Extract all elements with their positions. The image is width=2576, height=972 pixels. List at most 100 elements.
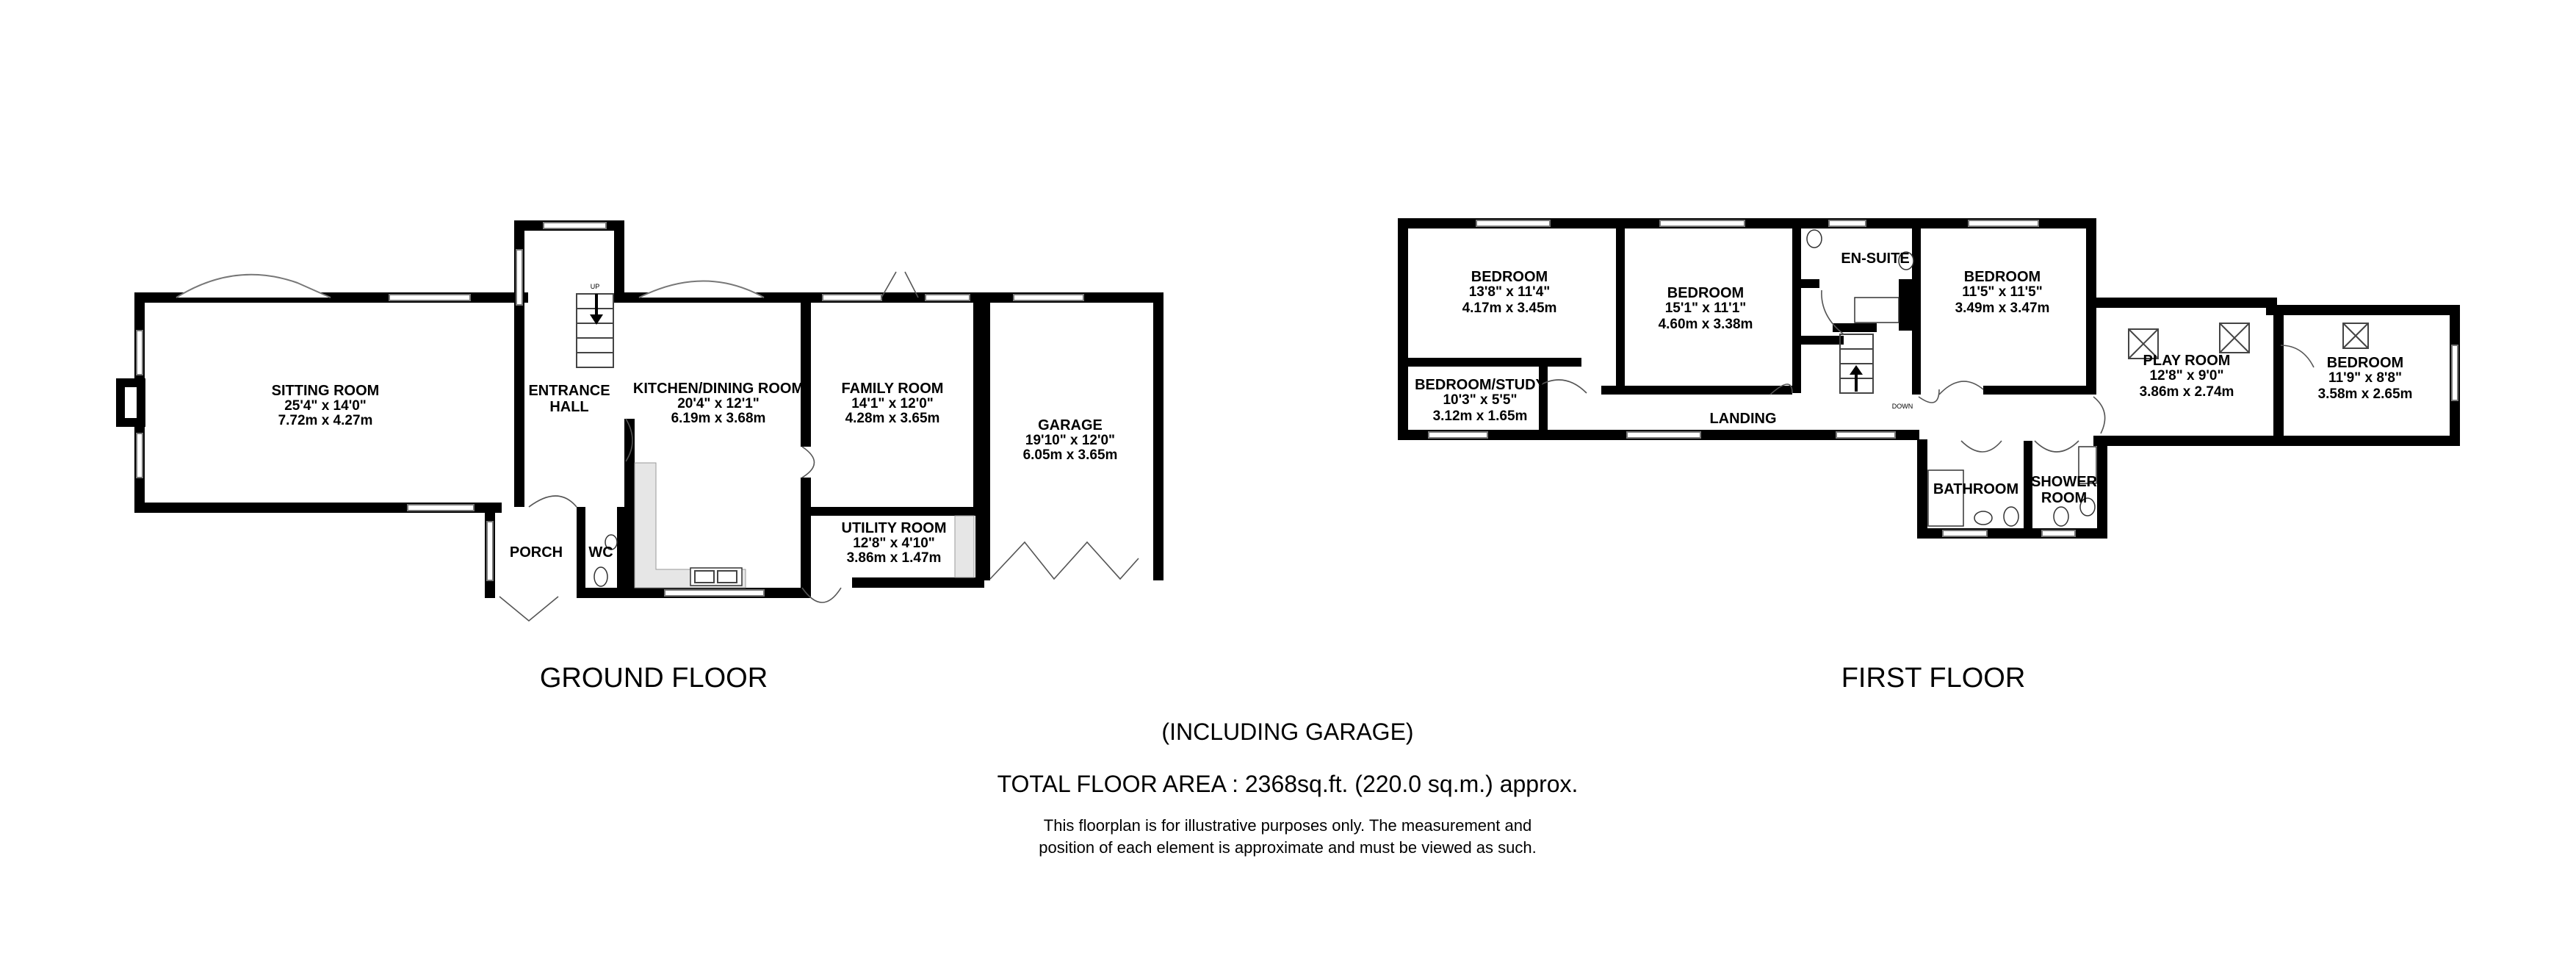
- ground-floor-label: GROUND FLOOR: [540, 663, 768, 694]
- landing-name: LANDING: [1709, 411, 1776, 427]
- utility-room-imperial: 12'8" x 4'10": [853, 536, 935, 551]
- bedroom1-window: [1476, 220, 1551, 227]
- hall-door-arc: [528, 495, 577, 508]
- family-room-imperial: 14'1" x 12'0": [851, 396, 934, 411]
- bedroom4-door-arc: [2280, 345, 2315, 368]
- garage-metric: 6.05m x 3.65m: [1023, 447, 1118, 463]
- bedroom3-window: [1968, 220, 2039, 227]
- including-garage-note: (INCLUDING GARAGE): [1161, 719, 1413, 745]
- bedroom3-door-arc: [1938, 381, 1984, 395]
- bedroom2-window: [1659, 220, 1745, 227]
- bedroom4-window: [2451, 345, 2458, 401]
- kitchen-name: KITCHEN/DINING ROOM: [633, 381, 804, 397]
- bedroom2-metric: 4.60m x 3.38m: [1659, 317, 1753, 332]
- bath-toilet: [2003, 506, 2019, 527]
- ensuite-toilet: [1806, 229, 1822, 248]
- utility-room-metric: 3.86m x 1.47m: [847, 550, 942, 566]
- entrance-hall-name-1: ENTRANCE: [528, 383, 610, 399]
- shower-door-arc: [2034, 440, 2079, 453]
- landing-window-2: [1836, 431, 1896, 439]
- landing-window-1: [1626, 431, 1701, 439]
- study-imperial: 10'3" x 5'5": [1443, 392, 1517, 408]
- family-window-top-left: [822, 294, 882, 301]
- study-door-arc: [1538, 379, 1587, 394]
- first-floor-plan: DOWN BEDROOM 13'8" x 11'4" 4.17m x 3.45m…: [1398, 218, 2460, 539]
- utility-door-arc: [801, 587, 842, 603]
- kitchen-bay-window: [638, 280, 765, 298]
- play-room-metric: 3.86m x 2.74m: [2140, 384, 2234, 400]
- ensuite-window: [1828, 220, 1866, 227]
- ensuite-name: EN-SUITE: [1841, 251, 1909, 267]
- bedroom3-metric: 3.49m x 3.47m: [1955, 300, 2050, 316]
- bath-basin: [1974, 511, 1993, 525]
- porch-door: [499, 596, 559, 622]
- sitting-room-name: SITTING ROOM: [272, 383, 380, 399]
- kitchen-metric: 6.19m x 3.68m: [671, 411, 766, 426]
- ensuite-door-arc: [1821, 289, 1844, 335]
- bedroom2-name: BEDROOM: [1667, 285, 1744, 301]
- kitchen-window-bottom: [664, 589, 765, 597]
- garage-window-top: [1013, 294, 1084, 301]
- bedroom4-name: BEDROOM: [2327, 355, 2403, 371]
- bedroom4-imperial: 11'9" x 8'8": [2328, 370, 2402, 386]
- study-window: [1428, 431, 1488, 439]
- wc-toilet: [594, 566, 608, 587]
- ensuite-basin: [1898, 251, 1914, 270]
- total-floor-area: TOTAL FLOOR AREA : 2368sq.ft. (220.0 sq.…: [997, 771, 1579, 797]
- family-room-name: FAMILY ROOM: [842, 381, 944, 397]
- porch-window-left: [486, 521, 494, 581]
- first-floor-walls: [1398, 218, 2460, 446]
- bedroom3-imperial: 11'5" x 11'5": [1962, 284, 2042, 300]
- sitting-room-metric: 7.72m x 4.27m: [278, 413, 373, 428]
- kitchen-door-arc: [625, 418, 633, 462]
- disclaimer-line-1: This floorplan is for illustrative purpo…: [1044, 816, 1531, 835]
- family-french-doors: [881, 271, 919, 298]
- bedroom1-metric: 4.17m x 3.45m: [1462, 300, 1557, 316]
- bathroom-door-arc: [1960, 440, 2002, 453]
- bedroom3-name: BEDROOM: [1964, 269, 2041, 285]
- garage-imperial: 19'10" x 12'0": [1025, 433, 1115, 448]
- shower-toilet: [2053, 506, 2069, 527]
- sitting-window-top: [389, 294, 471, 301]
- bedroom2-imperial: 15'1" x 11'1": [1665, 300, 1747, 316]
- bathroom-name: BATHROOM: [1933, 481, 2018, 497]
- shower-basin: [2079, 497, 2096, 516]
- family-room-metric: 4.28m x 3.65m: [845, 411, 940, 426]
- shower-room-name-1: SHOWER: [2031, 474, 2098, 490]
- bedroom4-metric: 3.58m x 2.65m: [2318, 386, 2413, 402]
- study-name: BEDROOM/STUDY: [1415, 377, 1545, 393]
- garage-name: GARAGE: [1038, 417, 1103, 433]
- play-room-name: PLAY ROOM: [2143, 353, 2231, 369]
- sitting-window-bottom: [407, 504, 475, 511]
- landing-door-arc: [1918, 389, 1940, 403]
- shower-room-name-2: ROOM: [2041, 490, 2087, 506]
- ground-stairs: [576, 293, 614, 368]
- playroom-door-arc: [2093, 396, 2106, 434]
- study-metric: 3.12m x 1.65m: [1433, 408, 1528, 424]
- sitting-window-left-1: [136, 330, 143, 375]
- sitting-room-imperial: 25'4" x 14'0": [284, 398, 367, 414]
- porch-name: PORCH: [510, 544, 563, 561]
- first-interior-walls: [1398, 218, 2096, 437]
- shower-tray: [2078, 446, 2097, 484]
- sitting-window-left-2: [136, 433, 143, 478]
- play-room-skylights: [2128, 323, 2369, 359]
- bedroom2-door-arc: [1769, 384, 1793, 395]
- garage-door: [989, 541, 1139, 580]
- play-room-imperial: 12'8" x 9'0": [2149, 368, 2223, 384]
- utility-counter: [954, 515, 975, 578]
- ground-floor-plan: UP SITTING ROOM 25'4" x 14'0" 7.72m x 4.…: [116, 220, 1163, 622]
- bathroom-window: [1942, 530, 1988, 537]
- family-door-arc: [801, 446, 815, 478]
- kitchen-walls: [624, 292, 852, 598]
- entrance-hall-name-2: HALL: [549, 399, 588, 415]
- first-floor-label: FIRST FLOOR: [1841, 663, 2026, 694]
- sitting-bay-window: [176, 273, 331, 298]
- entrance-window-top: [543, 222, 607, 229]
- disclaimer-line-2: position of each element is approximate …: [1039, 838, 1537, 857]
- stairs-up-label: UP: [591, 283, 600, 290]
- bathtub: [1927, 469, 1964, 527]
- bedroom1-imperial: 13'8" x 11'4": [1469, 284, 1551, 300]
- utility-room-name: UTILITY ROOM: [842, 520, 947, 536]
